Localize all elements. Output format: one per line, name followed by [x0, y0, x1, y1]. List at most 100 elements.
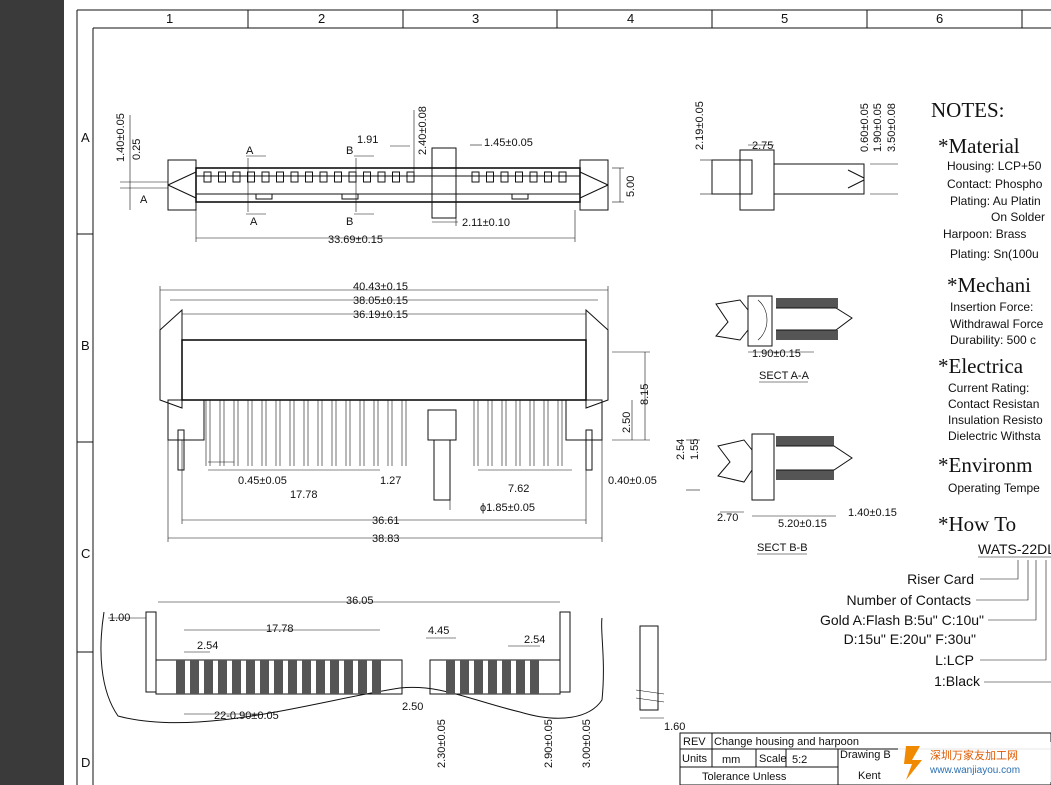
top-pin: [305, 171, 313, 183]
notes-title: NOTES:: [931, 98, 1005, 122]
dim-front-4: 8.15: [639, 384, 651, 405]
bottom-pad: [232, 660, 241, 694]
top-pin: [348, 171, 357, 183]
top-view-dimensions: 1.40±0.05 0.25 A A A B B 1.91 2.40±0.08 …: [115, 106, 637, 246]
dim-sect-b-2: 1.55: [689, 439, 701, 460]
dim-front-10: 0.40±0.05: [608, 475, 657, 487]
bottom-pad: [446, 660, 455, 694]
top-pin: [515, 171, 523, 183]
dim-bottom-5: 4.45: [428, 625, 449, 637]
dim-front-3: 36.19±0.15: [353, 309, 408, 321]
section-a-a: [715, 295, 853, 353]
viewer-sidebar: [0, 0, 64, 785]
bottom-pad: [204, 660, 213, 694]
dim-top-1: 1.40±0.05: [115, 113, 127, 162]
bottom-pad: [288, 660, 297, 694]
dim-side-1: 2.19±0.05: [694, 101, 706, 150]
dim-top-2: 0.25: [131, 139, 143, 160]
grid-row-d: D: [81, 755, 90, 770]
dim-top-9: 2.40±0.08: [417, 106, 429, 155]
bottom-view-dimensions: 36.05 1.00 17.78 2.54 4.45 2.54 22-0.90±…: [109, 595, 685, 768]
notes-environmental-line: Operating Tempe: [948, 481, 1040, 495]
top-pin: [500, 171, 509, 183]
watermark: 深圳万家友加工网 www.wanjiayou.com: [898, 742, 1051, 782]
notes-environmental-heading: *Environm: [938, 453, 1033, 477]
grid-row-a: A: [81, 130, 90, 145]
top-pin: [319, 171, 328, 183]
grid-row-b: B: [81, 338, 90, 353]
bottom-pad: [358, 660, 367, 694]
dim-front-13: 38.83: [372, 533, 400, 545]
bottom-pad: [502, 660, 511, 694]
dim-front-9: 7.62: [508, 483, 529, 495]
notes-howto-heading: *How To: [938, 512, 1016, 536]
grid-col-1: 1: [166, 11, 173, 26]
dim-sect-b-3: 2.70: [717, 512, 738, 524]
dim-front-2: 38.05±0.15: [353, 295, 408, 307]
notes-mechanical-line: Insertion Force:: [950, 300, 1033, 314]
bottom-view: [100, 601, 665, 724]
tb-scale-label: Scale: [759, 753, 787, 765]
dim-top-4: A: [246, 145, 254, 157]
dim-top-10: 1.45±0.05: [484, 137, 533, 149]
dim-bottom-6: 2.54: [524, 634, 545, 646]
top-pin: [558, 171, 567, 183]
notes-material-line: On Solder: [991, 210, 1045, 224]
notes-electrical-line: Dielectric Withsta: [948, 429, 1041, 443]
side-view-dimensions: 2.19±0.05 2.75 0.60±0.05 1.90±0.05 3.50±…: [694, 101, 898, 152]
dim-top-3: A: [140, 194, 148, 206]
dim-top-5: A: [250, 216, 258, 228]
legend-gold: Gold A:Flash B:5u" C:10u": [820, 612, 984, 628]
grid-col-3: 3: [472, 11, 479, 26]
tb-units-label: Units: [682, 753, 708, 765]
top-pin: [377, 171, 386, 183]
watermark-url: www.wanjiayou.com: [929, 765, 1020, 776]
dim-front-7: 17.78: [290, 489, 318, 501]
dim-bottom-4: 2.54: [197, 640, 218, 652]
tb-drawing-label: Drawing B: [840, 749, 891, 761]
grid-labels: 1 2 3 4 5 6 A B C D: [81, 11, 943, 770]
notes-material-line: Contact: Phospho: [947, 177, 1043, 191]
dim-bottom-7: 22-0.90±0.05: [214, 710, 279, 722]
dim-side-5: 3.50±0.08: [886, 103, 898, 152]
tb-tolerance: Tolerance Unless: [702, 771, 787, 783]
dim-side-2: 2.75: [752, 140, 773, 152]
legend-black: 1:Black: [934, 673, 981, 689]
front-pin-row: [205, 400, 563, 466]
dim-sect-b-1: 2.54: [675, 439, 687, 460]
notes-panel: NOTES: *Material Housing: LCP+50 Contact…: [820, 98, 1051, 689]
bottom-pad-row: [176, 660, 539, 694]
section-b-b: [686, 433, 853, 517]
dim-top-13: 33.69±0.15: [328, 234, 383, 246]
top-pin: [486, 171, 494, 183]
bottom-pad: [246, 660, 255, 694]
bottom-pad: [474, 660, 483, 694]
legend-gold-2: D:15u" E:20u" F:30u": [844, 631, 976, 647]
bottom-pad: [488, 660, 497, 694]
legend-lcp: L:LCP: [935, 652, 974, 668]
grid-col-5: 5: [781, 11, 788, 26]
top-pin-row: [203, 171, 567, 183]
notes-electrical-heading: *Electrica: [938, 354, 1024, 378]
dim-sect-a: 1.90±0.15: [752, 348, 801, 360]
sect-a-title: SECT A-A: [759, 370, 810, 382]
notes-material-line: Harpoon: Brass: [943, 227, 1026, 241]
notes-mechanical-heading: *Mechani: [947, 273, 1031, 297]
bottom-pad: [344, 660, 353, 694]
watermark-logo-icon: [904, 746, 922, 780]
watermark-cn: 深圳万家友加工网: [930, 748, 1018, 762]
top-pin: [471, 171, 480, 183]
part-number: WATS-22DL: [978, 541, 1051, 557]
bottom-pad: [302, 660, 311, 694]
dim-sect-b-4: 5.20±0.15: [778, 518, 827, 530]
bottom-pad: [218, 660, 227, 694]
top-pin: [276, 171, 284, 183]
dim-bottom-11: 2.90±0.05: [543, 719, 555, 768]
top-pin: [363, 171, 371, 183]
top-pin: [334, 171, 342, 183]
top-view: [120, 110, 624, 242]
bottom-pad: [260, 660, 269, 694]
dim-sect-b-5: 1.40±0.15: [848, 507, 897, 519]
dim-top-12: 2.11±0.10: [462, 217, 510, 229]
